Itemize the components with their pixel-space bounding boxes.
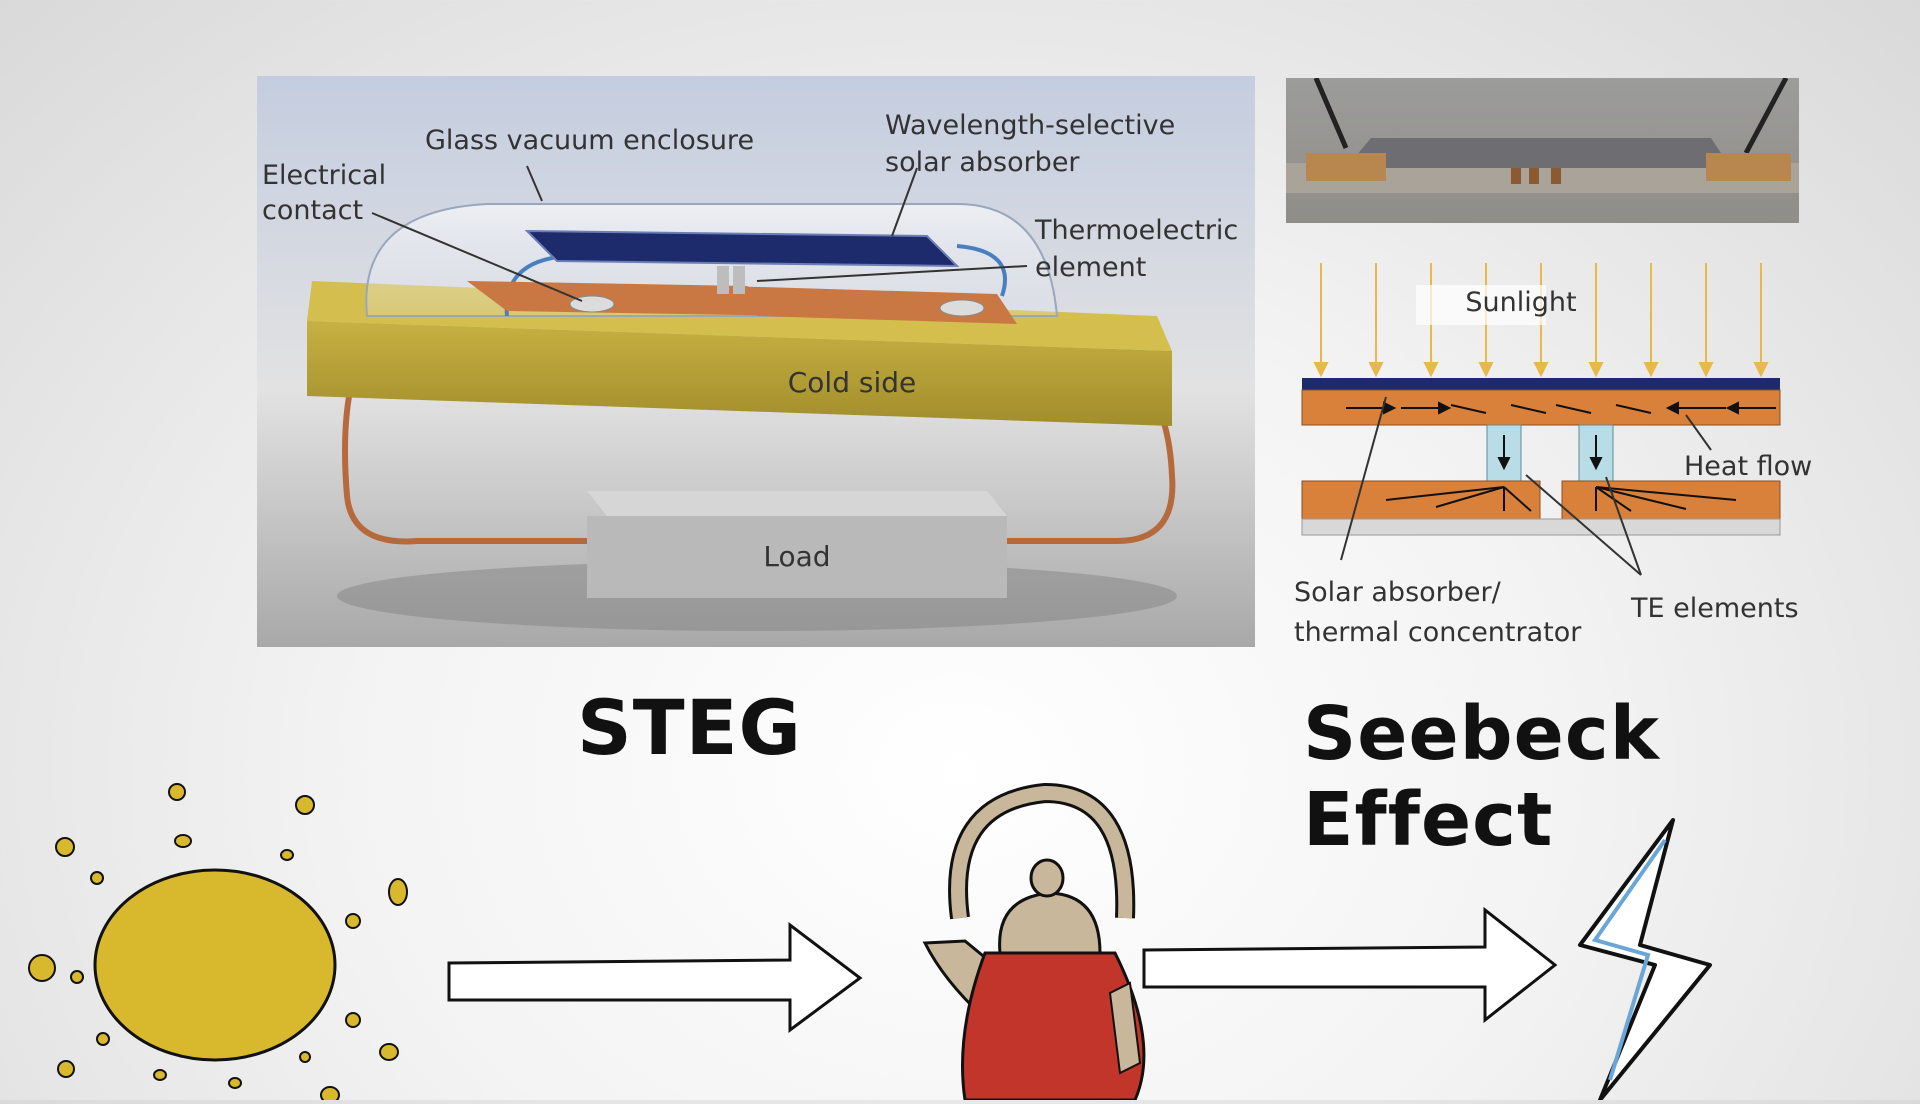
te-elements-label: TE elements [1630,593,1799,624]
glass-enclosure-label: Glass vacuum enclosure [425,125,754,156]
electrical-contact-label-line1: Electrical [262,160,386,191]
heat-flow-schematic: Sunlight [1286,255,1826,655]
electrical-contact-right [939,299,985,317]
solar-absorber-label-line1: Solar absorber/ [1294,577,1502,608]
lightning-bolt-icon [1570,815,1720,1102]
kettle-icon [915,782,1175,1102]
steg-device-svg: Load Cold side Glass vacuum enclosure El… [257,76,1255,647]
sun-rays [28,783,408,1104]
electrical-contact-label-line2: contact [262,195,363,226]
heat-flow-svg: Sunlight [1294,263,1812,648]
load-box [587,516,1007,598]
sun-svg [28,783,408,1104]
sun-disc [93,868,337,1062]
copper-strip-right [727,286,1017,324]
substrate-layer [1301,518,1781,536]
absorber-layer [1302,378,1780,390]
solar-absorber-label-line2: thermal concentrator [1294,617,1582,648]
solar-absorber-plate [524,229,960,268]
device-photo [1286,78,1799,223]
copper-strip-left [467,281,797,316]
te-element-label-line2: element [1035,252,1146,283]
heat-flow-label: Heat flow [1684,451,1812,482]
absorber-label-line2: solar absorber [885,147,1080,178]
device-photo-svg [1286,78,1799,193]
load-label: Load [763,540,830,573]
arrow-right-icon [445,920,865,1035]
sun-icon [15,775,435,1104]
load-top [587,491,1007,516]
arrow-right-icon-2 [1140,905,1560,1025]
te-element-label-line1: Thermoelectric [1034,215,1238,246]
steg-title: STEG [577,683,802,772]
cold-side-block [307,321,1172,426]
cold-side-label: Cold side [788,366,917,399]
absorber-label-line1: Wavelength-selective [885,110,1175,141]
seebeck-effect-title: Seebeck Effect [1303,691,1660,863]
steg-device-diagram: Load Cold side Glass vacuum enclosure El… [257,76,1255,647]
sunlight-label: Sunlight [1465,287,1576,318]
bottom-plate-right [1561,480,1781,520]
